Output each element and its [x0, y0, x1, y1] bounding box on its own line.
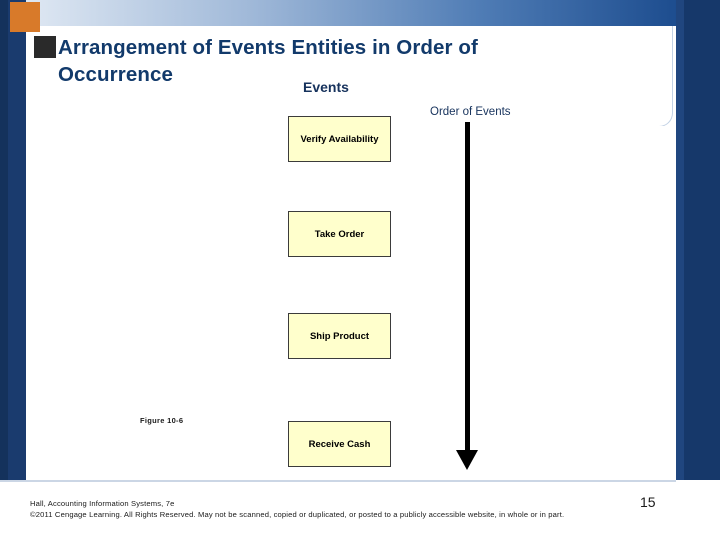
event-box: Verify Availability	[288, 116, 391, 162]
footer-line-2: ©2011 Cengage Learning. All Rights Reser…	[30, 510, 565, 519]
right-decorative-band-inner	[676, 0, 684, 540]
right-decorative-band	[684, 0, 720, 540]
page-number: 15	[640, 494, 656, 510]
header-gradient-bar	[26, 0, 676, 26]
dark-accent-square	[34, 36, 56, 58]
downward-arrow-shaft	[465, 122, 470, 452]
figure-caption: Figure 10-6	[140, 416, 184, 425]
orange-accent-square	[10, 2, 40, 32]
footer-copyright: Hall, Accounting Information Systems, 7e…	[30, 498, 650, 520]
diagram-axis-label: Order of Events	[430, 106, 511, 118]
downward-arrow-icon	[456, 450, 478, 470]
left-decorative-band-inner	[0, 0, 8, 540]
event-box: Receive Cash	[288, 421, 391, 467]
footer-line-1: Hall, Accounting Information Systems, 7e	[30, 499, 175, 508]
diagram-column-header: Events	[303, 79, 349, 95]
event-box: Take Order	[288, 211, 391, 257]
page-title: Arrangement of Events Entities in Order …	[58, 36, 478, 87]
footer-divider	[0, 480, 676, 482]
header-panel	[26, 26, 673, 127]
event-box: Ship Product	[288, 313, 391, 359]
footer-area	[0, 480, 720, 540]
left-decorative-band	[0, 0, 26, 540]
